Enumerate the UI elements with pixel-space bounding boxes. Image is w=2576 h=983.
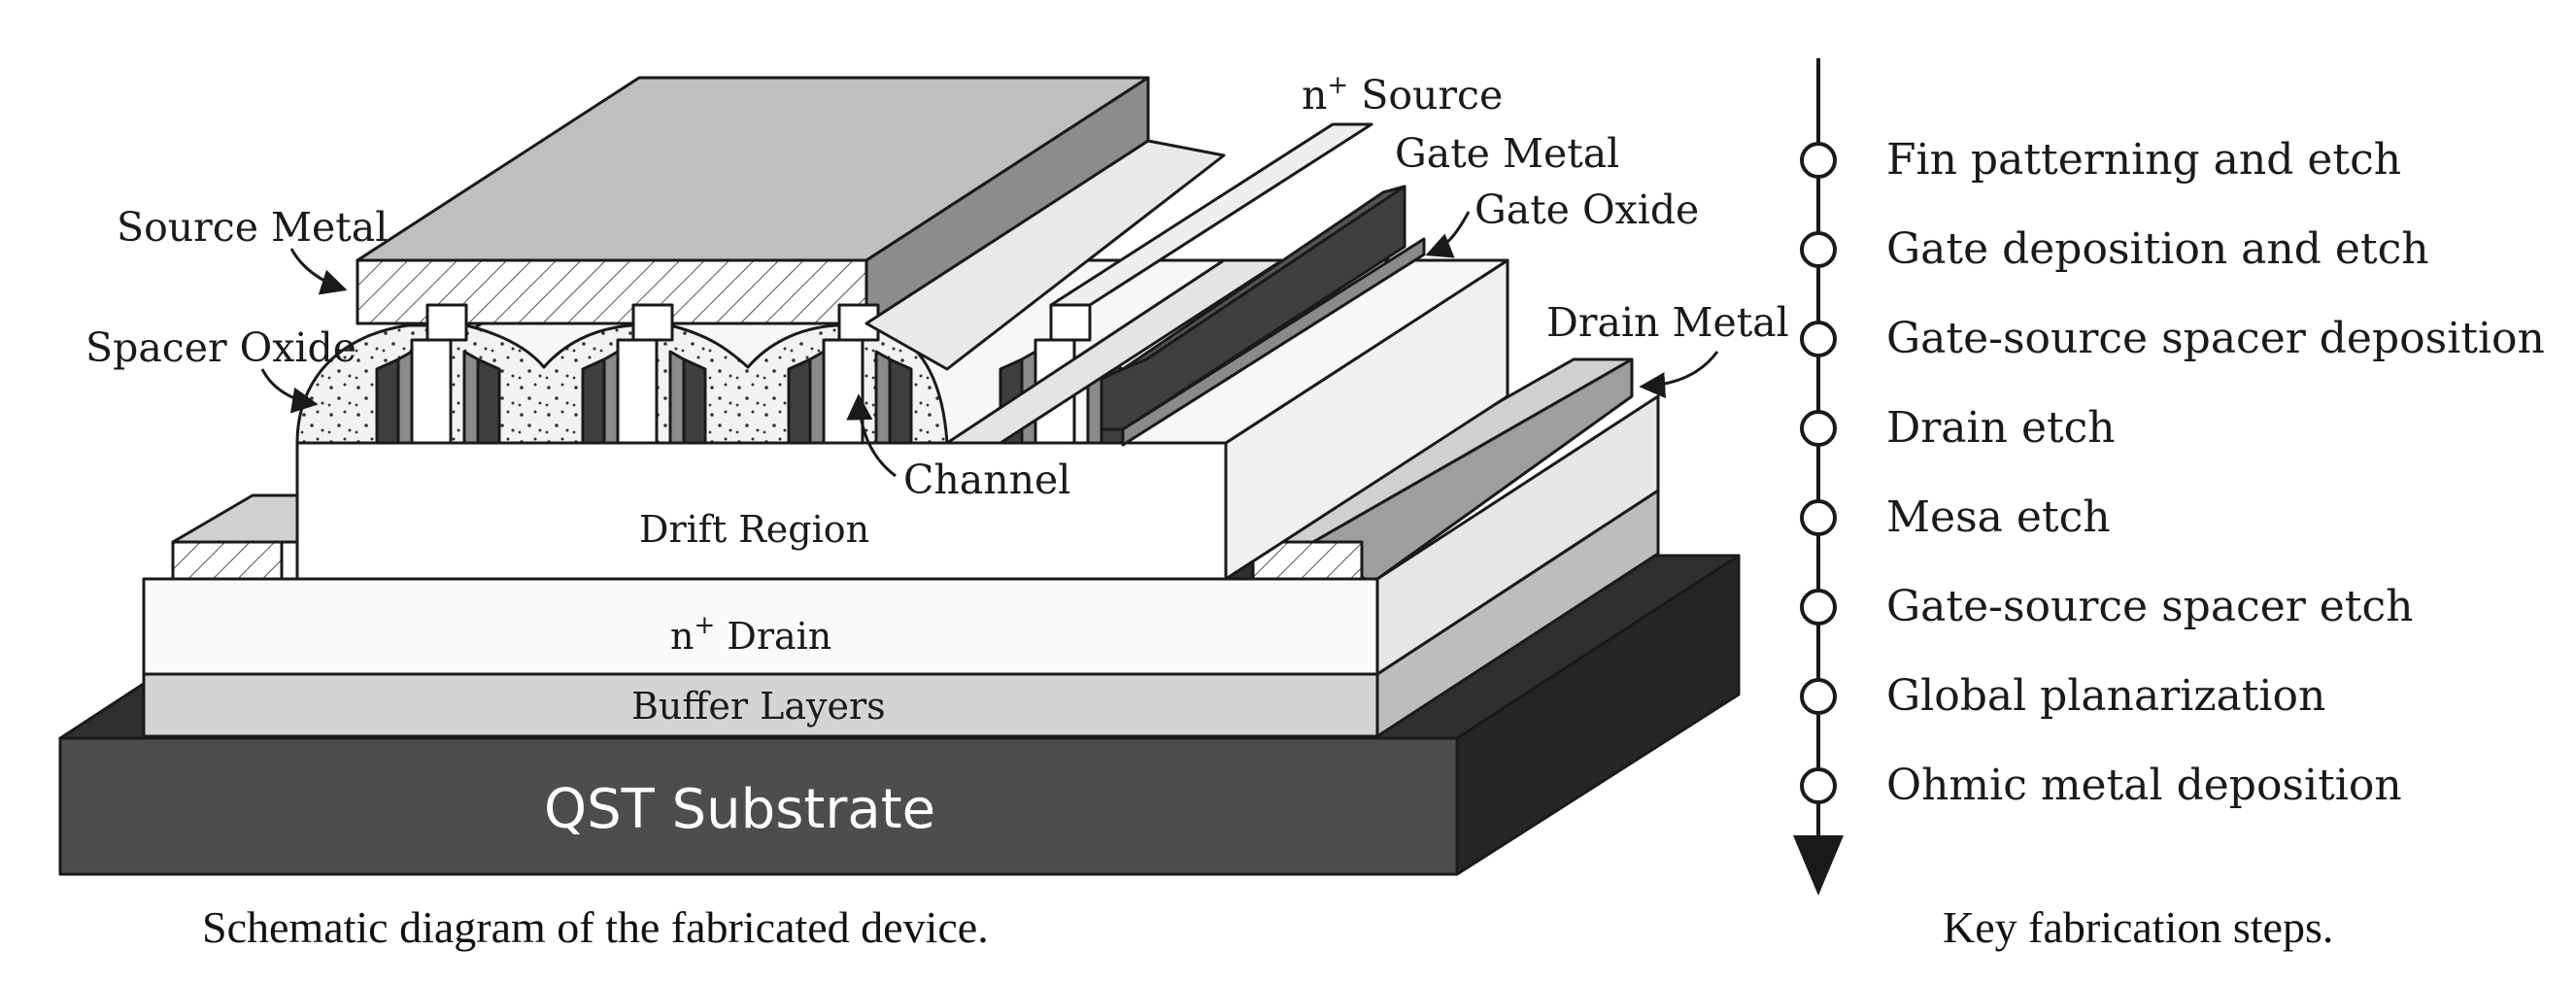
gate-metal-label: Gate Metal: [1395, 130, 1619, 177]
device-labels: QST Substrate Buffer Layers n+ Drain Dri…: [85, 71, 1789, 841]
spacer-oxide-arrow: [260, 368, 319, 414]
step-label: Ohmic metal deposition: [1886, 761, 2402, 810]
drain-metal-arrow: [1639, 351, 1719, 399]
step-label: Drain etch: [1886, 403, 2116, 453]
source-fin-top: [1049, 122, 1373, 307]
drift-region-label: Drift Region: [639, 508, 869, 551]
spacer-oxide-label: Spacer Oxide: [85, 324, 356, 371]
step-marker: [1800, 142, 1837, 179]
channel-arrow: [846, 393, 897, 478]
buffer-label: Buffer Layers: [631, 685, 886, 728]
source-metal-arrow: [289, 248, 348, 295]
drain-layer: [142, 577, 1379, 676]
source-label: n+ Source: [1302, 71, 1503, 119]
spacer-strip: [945, 258, 1284, 445]
step-marker: [1800, 678, 1837, 715]
step-marker: [1800, 589, 1837, 626]
drain-metal-left-front: [171, 540, 284, 581]
step-label: Gate deposition and etch: [1886, 224, 2429, 274]
step-marker: [1800, 499, 1837, 536]
process-caption: Key fabrication steps.: [1943, 902, 2333, 952]
step-marker: [1800, 410, 1837, 447]
step-label: Gate-source spacer etch: [1886, 582, 2413, 631]
step-label: Mesa etch: [1886, 492, 2111, 542]
gate-oxide-rail: [1121, 237, 1426, 447]
source-metal-label: Source Metal: [117, 204, 388, 251]
step-marker: [1800, 231, 1837, 268]
substrate-label: QST Substrate: [544, 778, 935, 841]
device-schematic: [58, 76, 1741, 876]
channel-label: Channel: [903, 457, 1070, 503]
substrate-layer: [58, 736, 1459, 876]
drain-metal-left-top: [171, 493, 303, 544]
gate-metal-top: [1121, 185, 1407, 371]
curved-spacer: [864, 139, 1226, 371]
timeline-arrowhead: [1793, 835, 1844, 896]
gate-oxide-label: Gate Oxide: [1474, 186, 1699, 233]
drain-label: n+ Drain: [670, 611, 831, 658]
step-marker: [1800, 767, 1837, 804]
gate-oxide-arrow: [1425, 211, 1471, 258]
step-marker: [1800, 321, 1837, 357]
diagram-caption: Schematic diagram of the fabricated devi…: [202, 902, 989, 952]
drift-region: [295, 441, 1228, 581]
buffer-layer: [142, 672, 1379, 738]
step-label: Global planarization: [1886, 671, 2325, 721]
step-label: Fin patterning and etch: [1886, 135, 2401, 185]
step-label: Gate-source spacer deposition: [1886, 314, 2545, 363]
drain-metal-label: Drain Metal: [1546, 299, 1789, 346]
